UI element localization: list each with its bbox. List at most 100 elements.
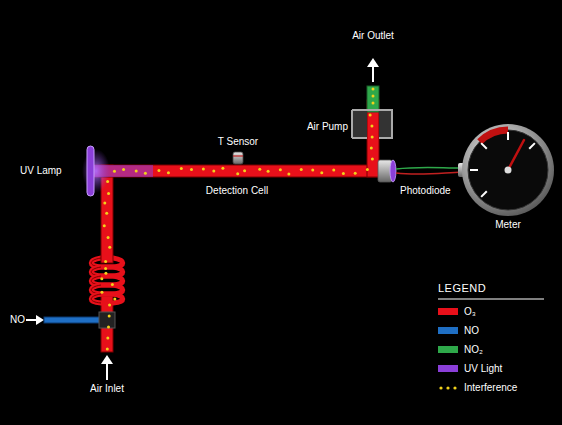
interference-dot (369, 114, 372, 117)
interference-dot (371, 158, 374, 161)
interference-dot (105, 212, 108, 215)
interference-dot (372, 88, 375, 91)
interference-dot (267, 170, 270, 173)
part-label: Photodiode (400, 185, 460, 197)
interference-dot (106, 180, 109, 183)
part-label: NO (10, 314, 28, 326)
interference-dot (106, 348, 109, 351)
interference-dot (180, 167, 183, 170)
interference-dot (236, 172, 239, 175)
interference-dot (104, 272, 107, 275)
arrow-head (367, 58, 379, 67)
reaction-coil (91, 258, 123, 303)
interference-dot (108, 304, 111, 307)
interference-dot (122, 168, 125, 171)
interference-dots (100, 88, 374, 351)
legend-swatch (438, 308, 458, 315)
interference-dot (107, 192, 110, 195)
interference-dot (100, 277, 103, 280)
air-pump (351, 110, 353, 138)
air-pump (352, 110, 392, 138)
legend-dots (439, 386, 456, 389)
part-label: Meter (482, 219, 534, 231)
part-label: Air Outlet (352, 30, 394, 42)
meter-pivot (505, 167, 512, 174)
interference-dot (111, 283, 114, 286)
coil-winding (91, 294, 123, 303)
part-label: Air Inlet (87, 383, 127, 395)
arrow-head (36, 315, 44, 325)
interference-dot (135, 170, 138, 173)
interference-dot (113, 297, 116, 300)
meter-tick (481, 143, 487, 149)
photodiode-window (390, 160, 396, 182)
interference-dot (354, 172, 357, 175)
interference-dot (279, 168, 282, 171)
interference-dot (287, 172, 290, 175)
flow-arrow (106, 362, 108, 380)
interference-dot (104, 260, 107, 263)
interference-dot (370, 147, 373, 150)
legend-swatch (438, 327, 458, 334)
interference-dot (108, 246, 111, 249)
signal-wire (396, 172, 462, 174)
signal-wire (396, 167, 462, 169)
interference-dot (371, 136, 374, 139)
meter-scale (480, 130, 508, 142)
legend-dot (439, 386, 442, 389)
legend-rule (438, 299, 544, 300)
part-label: Air Pump (296, 121, 348, 133)
interference-dot (167, 171, 170, 174)
interference-dot (221, 167, 224, 170)
interference-dot (108, 315, 111, 318)
legend-swatch (438, 365, 458, 372)
meter-bezel (462, 124, 554, 216)
interference-dot (107, 326, 110, 329)
interference-dot (332, 169, 335, 172)
interference-dot (103, 201, 106, 204)
legend-dot (446, 386, 449, 389)
interference-dot (190, 168, 193, 171)
interference-dot (243, 169, 246, 172)
interference-dot (370, 125, 373, 128)
interference-dot (113, 170, 116, 173)
part-label: Detection Cell (192, 185, 282, 197)
legend-label: Interference (464, 382, 517, 394)
outlet-pipe (367, 86, 379, 112)
interference-dot (144, 172, 147, 175)
interference-dot (107, 236, 110, 239)
part-label: T Sensor (208, 136, 268, 148)
interference-dot (300, 168, 303, 171)
legend-swatch (438, 346, 458, 353)
part-label: UV Lamp (20, 165, 80, 177)
interference-dot (258, 168, 261, 171)
interference-dot (311, 168, 314, 171)
meter-face (468, 130, 548, 210)
legend-heading: LEGEND (438, 282, 518, 294)
flow-arrow (26, 319, 37, 321)
coil-winding (91, 294, 101, 303)
interference-dot (106, 337, 109, 340)
air-pump (353, 111, 367, 137)
arrow-head (101, 355, 113, 364)
legend-label: UV Light (464, 363, 502, 375)
meter-ticks (470, 132, 535, 197)
meter-tick (529, 143, 535, 149)
legend-label: NO (464, 325, 479, 337)
interference-dot (212, 169, 215, 172)
interference-dot (103, 224, 106, 227)
air-pump (379, 111, 391, 137)
temperature-sensor (233, 152, 243, 164)
interference-dot (157, 169, 160, 172)
interference-dot (104, 267, 107, 270)
uv-lamp (87, 146, 94, 196)
no-tube (44, 317, 102, 323)
meter-needle (508, 140, 524, 170)
mixing-tee (99, 312, 115, 328)
meter-tick (470, 169, 478, 171)
legend-label: NO₂ (464, 344, 483, 356)
interference-dot (202, 167, 205, 170)
legend-label: O₃ (464, 306, 476, 318)
uv-glow (82, 149, 110, 193)
